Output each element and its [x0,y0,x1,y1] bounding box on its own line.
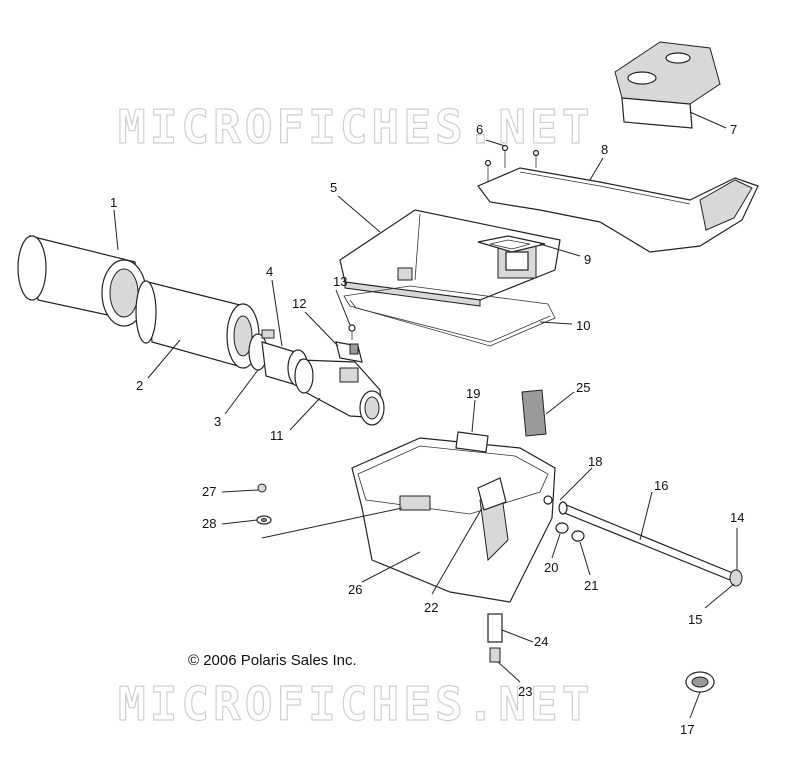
callout-19: 19 [466,386,480,401]
callout-20: 20 [544,560,558,575]
callout-18: 18 [588,454,602,469]
callout-12: 12 [292,296,306,311]
callout-9: 9 [584,252,591,267]
callout-13: 13 [333,274,347,289]
part-hose-clamp [685,671,715,693]
callout-27: 27 [202,484,216,499]
callout-4: 4 [266,264,273,279]
callout-14: 14 [730,510,744,525]
callout-21: 21 [584,578,598,593]
part-screws-6 [484,144,540,182]
callout-5: 5 [330,180,337,195]
part-airbox-base [351,437,556,603]
callout-10: 10 [576,318,590,333]
part-tube-cap [729,569,743,587]
callout-24: 24 [534,634,548,649]
part-foam-block [614,41,721,129]
callout-25: 25 [576,380,590,395]
callout-7: 7 [730,122,737,137]
callout-22: 22 [424,600,438,615]
callout-26: 26 [348,582,362,597]
callout-17: 17 [680,722,694,737]
part-airbox-cover [339,209,561,307]
callout-15: 15 [688,612,702,627]
part-screw-13 [348,324,356,340]
part-snorkel [477,167,759,253]
part-fittings [543,495,585,542]
copyright-notice: © 2006 Polaris Sales Inc. [188,652,357,669]
part-duct-22 [477,477,507,511]
callout-3: 3 [214,414,221,429]
part-cover-seal [343,285,556,347]
part-gasket-9 [477,235,546,253]
part-drain-hose [487,613,503,643]
callout-2: 2 [136,378,143,393]
callout-28: 28 [202,516,216,531]
watermark-bottom: MICROFICHES.NET [118,677,593,731]
part-prefilter [17,235,147,327]
part-bolt-27 [257,483,267,493]
callout-8: 8 [601,142,608,157]
part-washer-28 [256,515,272,525]
part-air-filter [135,280,260,369]
callout-6: 6 [476,122,483,137]
part-drain-valve [489,647,501,663]
part-bracket-19 [455,431,489,453]
callout-1: 1 [110,195,117,210]
leader-lines [113,111,738,719]
part-intake-housing [294,358,385,426]
callout-11: 11 [270,428,284,443]
callout-16: 16 [654,478,668,493]
callout-23: 23 [518,684,532,699]
watermark-top: MICROFICHES.NET [118,100,593,154]
part-sensor [335,341,363,363]
callout-labels: 1 2 3 4 5 6 7 8 9 10 11 12 13 14 15 16 1… [110,122,744,737]
part-foam-25 [521,389,547,437]
